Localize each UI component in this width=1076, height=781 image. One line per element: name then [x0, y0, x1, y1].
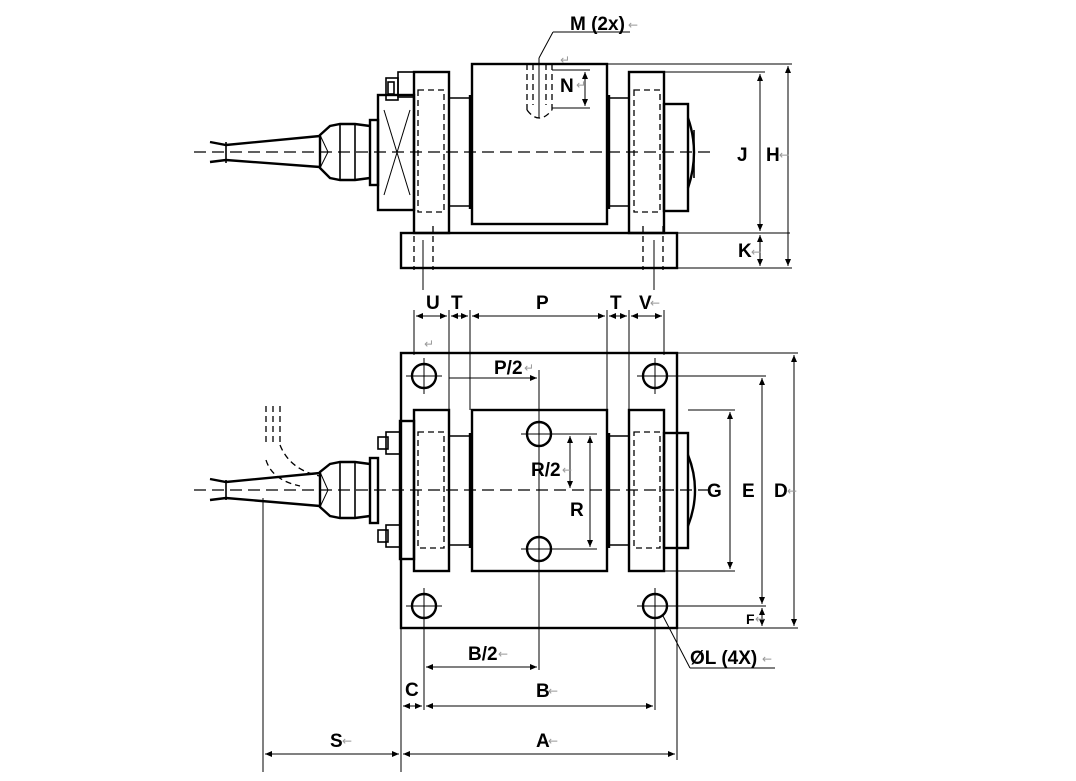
label-m: M (2x) [570, 14, 625, 35]
svg-text:←: ← [650, 296, 660, 310]
label-f: F [746, 611, 755, 627]
label-u: U [426, 293, 440, 314]
svg-text:←: ← [779, 148, 789, 162]
label-v: V [639, 293, 652, 314]
label-r-half: R/2 [531, 460, 561, 481]
svg-text:←: ← [755, 612, 765, 626]
base-plate [399, 231, 679, 270]
label-r: R [570, 500, 584, 521]
svg-text:←: ← [628, 18, 638, 32]
svg-text:←: ← [762, 652, 772, 666]
label-k: K [738, 241, 752, 262]
label-h: H [766, 145, 780, 166]
svg-text:←: ← [498, 647, 508, 661]
svg-text:←: ← [751, 245, 761, 259]
label-j: J [737, 145, 748, 166]
svg-text:↵: ↵ [576, 78, 586, 92]
svg-text:←: ← [548, 734, 558, 748]
label-t-right: T [610, 293, 622, 314]
svg-text:↵: ↵ [524, 361, 534, 375]
svg-text:↵: ↵ [560, 53, 570, 67]
side-view [194, 31, 792, 290]
svg-text:←: ← [787, 484, 797, 498]
label-p-half: P/2 [494, 358, 523, 379]
svg-text:←: ← [562, 463, 572, 477]
label-t-left: T [451, 293, 463, 314]
label-p: P [536, 293, 549, 314]
label-b-half: B/2 [468, 644, 498, 665]
label-c: C [405, 680, 419, 701]
plan-view [194, 351, 798, 772]
label-a: A [536, 731, 550, 752]
top-dimension-row [413, 310, 665, 410]
svg-text:←: ← [548, 684, 558, 698]
svg-text:←: ← [342, 734, 352, 748]
label-g: G [707, 481, 722, 502]
label-s: S [330, 731, 343, 752]
label-d: D [774, 481, 788, 502]
label-b: B [536, 681, 550, 702]
svg-text:↵: ↵ [424, 337, 434, 351]
label-l-diameter: ØL (4X) [690, 648, 757, 669]
label-e: E [742, 481, 755, 502]
label-n: N [560, 76, 574, 97]
